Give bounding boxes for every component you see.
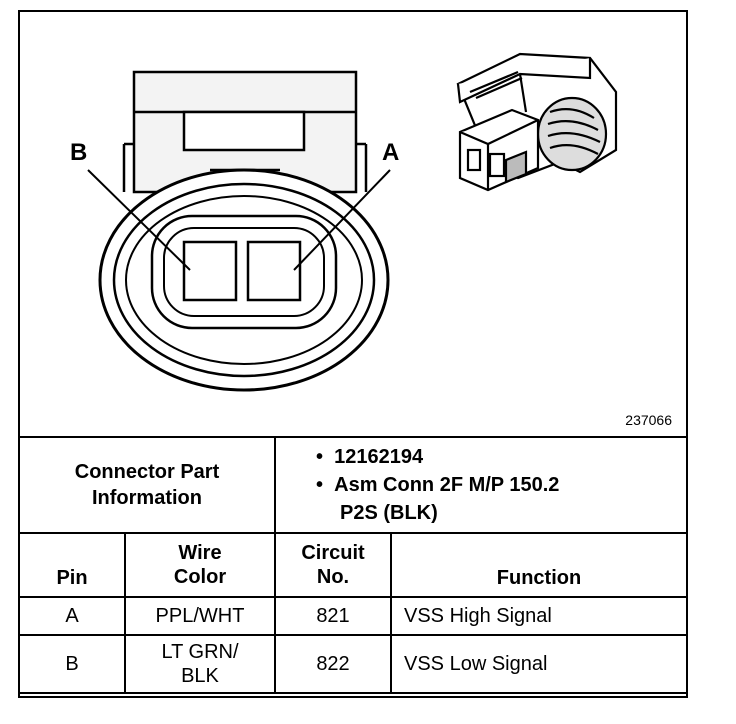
header-pin: Pin <box>18 532 126 598</box>
connector-illustration: B A <box>70 52 618 392</box>
row-function: VSS Low Signal <box>390 634 688 694</box>
header-circuit-line1: Circuit <box>301 542 365 564</box>
part-number: 12162194 <box>334 446 424 468</box>
row-wire-color: PPL/WHT <box>124 596 276 636</box>
row-wire-color-line1: LT GRN/ <box>161 641 239 663</box>
leader-line-a <box>293 169 391 271</box>
connector-part-info-row: Connector Part Information • 12162194 • … <box>18 436 688 534</box>
terminal-cavity-a <box>246 240 302 302</box>
pin-label-a: A <box>382 139 399 166</box>
figure-number: 237066 <box>625 412 672 428</box>
table-row: B LT GRN/ BLK 822 VSS Low Signal <box>18 634 688 694</box>
bullet-icon: • <box>316 446 324 468</box>
row-circuit: 822 <box>274 634 392 694</box>
header-circuit: Circuit No. <box>274 532 392 598</box>
connector-diagram-frame: B A 237066 Connector Part Informati <box>18 10 688 698</box>
header-wire-color: Wire Color <box>124 532 276 598</box>
connector-isometric-view <box>456 52 618 192</box>
part-description-line1: Asm Conn 2F M/P 150.2 <box>334 474 560 496</box>
part-description-line2: P2S (BLK) <box>340 502 438 524</box>
header-circuit-line2: No. <box>316 566 350 588</box>
terminal-cavity-b <box>182 240 238 302</box>
row-pin: B <box>18 634 126 694</box>
row-function: VSS High Signal <box>390 596 688 636</box>
table-row: A PPL/WHT 821 VSS High Signal <box>18 596 688 636</box>
connector-face <box>98 168 390 392</box>
table-header-row: Pin Wire Color Circuit No. Function <box>18 532 688 598</box>
part-number-line: • 12162194 <box>316 443 686 471</box>
leader-line-b <box>87 169 191 271</box>
row-pin: A <box>18 596 126 636</box>
header-wire-color-line2: Color <box>173 566 227 588</box>
connector-part-info-label-line1: Connector Part <box>74 461 220 483</box>
connector-part-info-label-line2: Information <box>92 487 202 509</box>
connector-part-info-label: Connector Part Information <box>18 436 276 534</box>
header-wire-color-line1: Wire <box>178 542 222 564</box>
part-description-line: • Asm Conn 2F M/P 150.2 <box>316 471 686 499</box>
connector-pinout-table: Connector Part Information • 12162194 • … <box>18 436 688 694</box>
header-function: Function <box>390 532 688 598</box>
connector-part-info-details: • 12162194 • Asm Conn 2F M/P 150.2 P2S (… <box>274 436 688 534</box>
row-wire-color: LT GRN/ BLK <box>124 634 276 694</box>
bullet-icon: • <box>316 474 324 496</box>
row-circuit: 821 <box>274 596 392 636</box>
pin-label-b: B <box>70 139 87 166</box>
row-wire-color-line2: BLK <box>181 665 219 687</box>
